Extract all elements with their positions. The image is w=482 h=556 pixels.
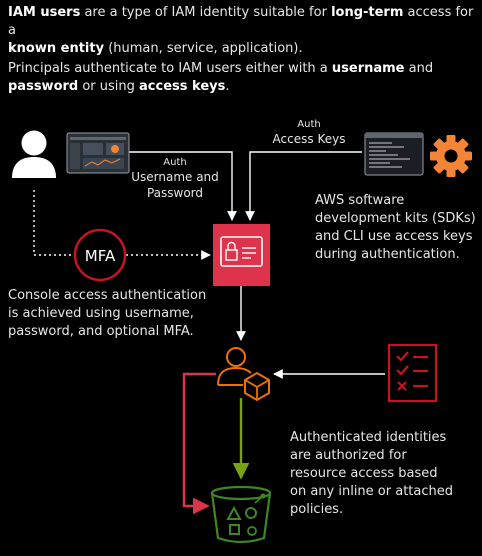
note-line: Authenticated identities xyxy=(290,430,447,445)
note-line: development kits (SDKs) xyxy=(315,211,476,226)
intro-text: . xyxy=(225,79,230,94)
note-line: AWS software xyxy=(315,193,405,208)
note-line: resource access based xyxy=(290,466,438,481)
intro-text: are a type of IAM identity suitable for xyxy=(80,5,332,20)
mfa-label: MFA xyxy=(85,247,116,265)
intro-text: or using xyxy=(78,79,140,94)
auth-access-keys-label: Auth Access Keys xyxy=(262,118,356,147)
user-silhouette-icon xyxy=(12,130,56,178)
auth-small-label: Auth xyxy=(297,119,321,130)
note-line: policies. xyxy=(290,502,344,517)
auth-line: Access Keys xyxy=(272,132,346,146)
gear-icon xyxy=(430,135,472,177)
intro-long-term: long-term xyxy=(331,5,404,20)
intro-known-entity: known entity xyxy=(8,41,105,56)
note-line: is achieved using username, xyxy=(8,306,194,321)
note-line: during authentication. xyxy=(315,247,460,262)
authenticated-identity-icon xyxy=(217,347,270,402)
auth-line: Password xyxy=(146,186,204,200)
auth-line: Username and xyxy=(131,170,219,184)
terminal-window-icon xyxy=(364,132,424,176)
intro-paragraph-2: Principals authenticate to IAM users eit… xyxy=(8,60,478,96)
intro-text: and xyxy=(404,61,434,76)
intro-text: (human, service, application). xyxy=(104,41,303,56)
intro-access-keys: access keys xyxy=(139,79,226,94)
iam-user-badge-icon xyxy=(213,224,270,286)
console-screen-icon xyxy=(66,132,130,174)
sdk-note: AWS software development kits (SDKs) and… xyxy=(315,192,480,264)
intro-password: password xyxy=(8,79,79,94)
note-line: are authorized for xyxy=(290,448,407,463)
intro-paragraph-1: IAM users are a type of IAM identity sui… xyxy=(8,4,478,58)
connector-lines xyxy=(33,151,385,515)
s3-bucket-icon xyxy=(210,485,272,544)
console-note: Console access authentication is achieve… xyxy=(8,287,218,341)
intro-iam-users: IAM users xyxy=(8,5,81,20)
auth-small-label: Auth xyxy=(163,157,187,168)
mfa-icon xyxy=(73,228,127,282)
auth-username-password-label: Auth Username and Password xyxy=(120,156,230,201)
note-line: and CLI use access keys xyxy=(315,229,473,244)
note-line: password, and optional MFA. xyxy=(8,324,194,339)
intro-username: username xyxy=(331,61,405,76)
note-line: on any inline or attached xyxy=(290,484,453,499)
policy-checklist-icon xyxy=(387,343,438,403)
intro-text: access for a xyxy=(8,5,474,38)
intro-text: Principals authenticate to IAM users eit… xyxy=(8,61,332,76)
note-line: Console access authentication xyxy=(8,288,207,303)
authorized-note: Authenticated identities are authorized … xyxy=(290,429,478,519)
